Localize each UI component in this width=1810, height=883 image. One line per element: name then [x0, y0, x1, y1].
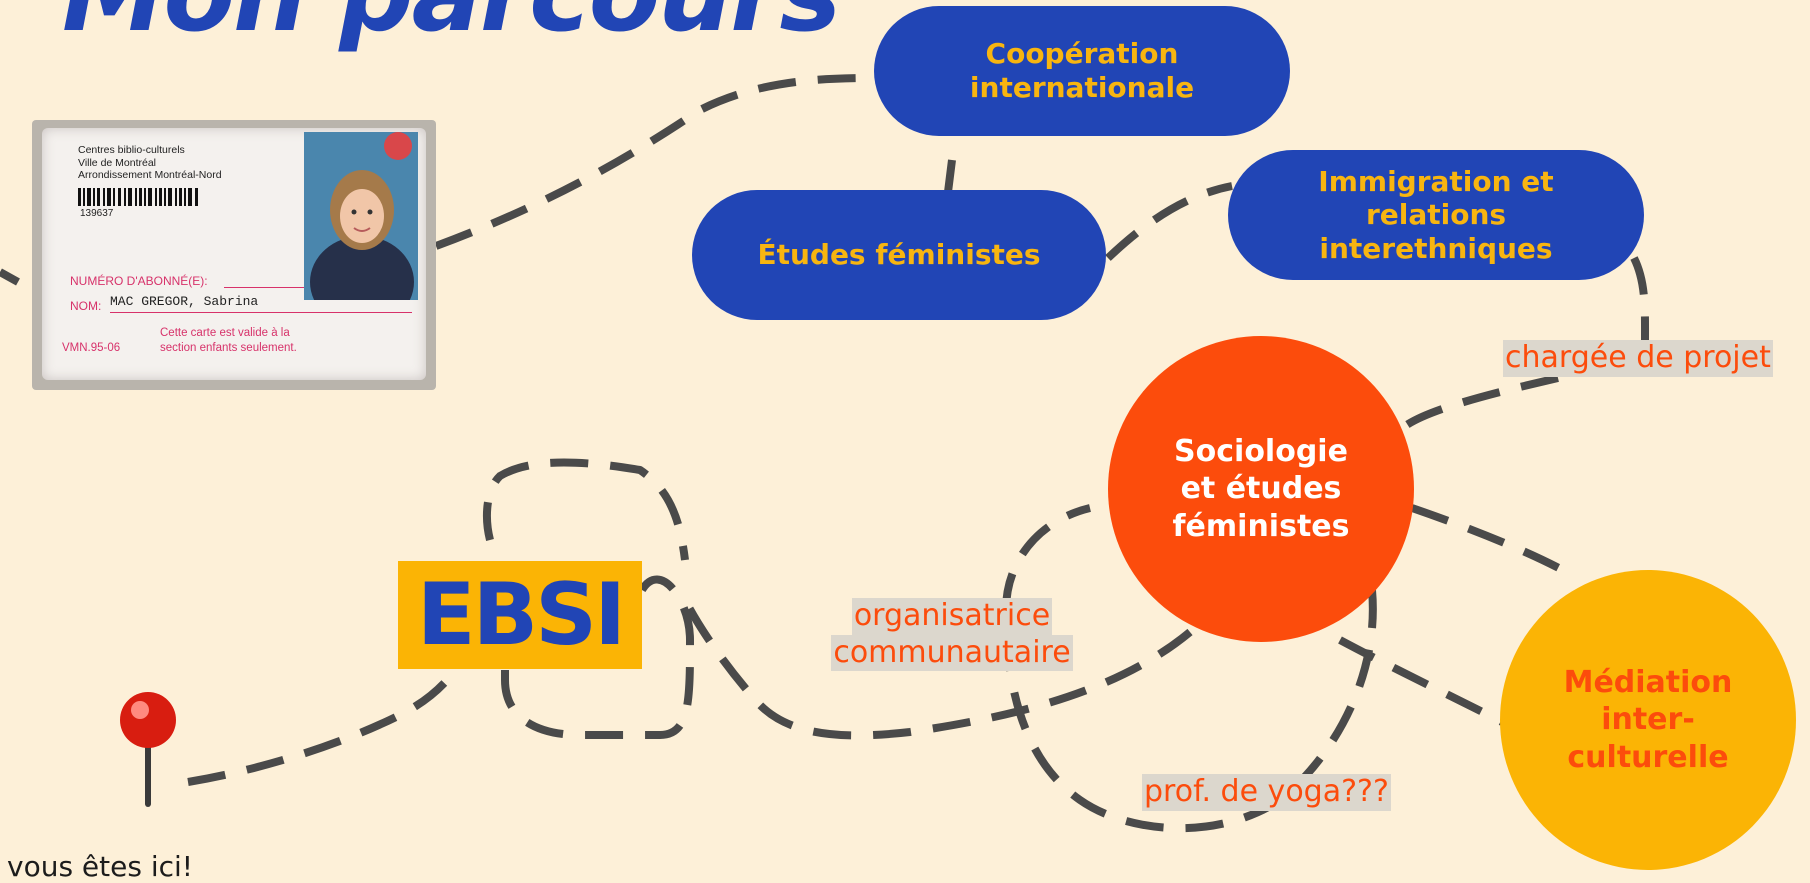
node-label-line: inter- — [1601, 702, 1695, 738]
node-etudes-feministes: Études féministes — [692, 190, 1106, 320]
card-header-line: Centres biblio-culturels — [78, 144, 185, 156]
path-chargee-sociologie — [1397, 374, 1559, 434]
node-label-line: internationale — [969, 71, 1195, 104]
node-label-line: interethniques — [1319, 231, 1553, 265]
node-label-line: Sociologie — [1174, 433, 1348, 469]
node-label-line: Immigration et — [1318, 164, 1554, 198]
path-sociologie-yoga — [1001, 504, 1377, 833]
node-ebsi: EBSI — [398, 561, 642, 669]
node-label-line: Coopération — [985, 37, 1179, 71]
location-pin-icon — [120, 692, 176, 807]
node-mediation-interculturelle: Médiation inter- culturelle — [1500, 570, 1796, 870]
node-label-line: Médiation — [1563, 664, 1733, 700]
path-left-edge — [0, 268, 20, 286]
role-label-line: communautaire — [831, 634, 1073, 672]
card-abonne-label: NUMÉRO D'ABONNÉ(E): — [70, 274, 208, 288]
card-header-line: Ville de Montréal — [78, 156, 157, 169]
path-sociologie-organisatrice — [680, 596, 1193, 740]
card-abonne-line — [224, 287, 304, 288]
card-name: MAC GREGOR, Sabrina — [110, 294, 259, 309]
start-label: vous êtes ici! — [7, 850, 194, 883]
path-sociologie-mediation-bottom — [1338, 636, 1504, 726]
card-number: 139637 — [80, 208, 114, 219]
card-code: VMN.95-06 — [62, 342, 121, 354]
card-header: Centres biblio-culturels Ville de Montré… — [78, 144, 222, 182]
node-label-line: féministes — [1172, 508, 1350, 544]
page-title: Mon parcours — [62, 0, 841, 46]
node-label-line: relations — [1365, 198, 1507, 232]
card-nom-line — [110, 312, 412, 313]
card-note-line: section enfants seulement. — [160, 341, 297, 354]
library-card: Centres biblio-culturels Ville de Montré… — [42, 128, 426, 380]
library-card-photo: Centres biblio-culturels Ville de Montré… — [32, 120, 436, 390]
node-sociologie-etudes-feministes: Sociologie et études féministes — [1108, 336, 1414, 642]
role-label-line: organisatrice — [851, 598, 1053, 635]
path-immigration-chargee — [1630, 256, 1650, 343]
barcode — [78, 188, 198, 206]
role-prof-de-yoga: prof. de yoga??? — [1142, 774, 1391, 811]
node-label-line: culturelle — [1567, 739, 1729, 775]
role-organisatrice-communautaire: organisatrice communautaire — [818, 598, 1086, 672]
path-sociologie-mediation-top — [1410, 504, 1572, 578]
path-ebsi-loop — [483, 458, 695, 739]
node-immigration-relations: Immigration et relations interethniques — [1228, 150, 1644, 280]
node-cooperation-internationale: Coopération internationale — [874, 6, 1290, 136]
node-label-line: et études — [1180, 471, 1342, 507]
child-photo — [304, 132, 418, 300]
card-note-line: Cette carte est valide à la — [160, 327, 290, 339]
card-nom-label: NOM: — [70, 299, 102, 313]
role-chargee-de-projet: chargée de projet — [1503, 340, 1773, 377]
path-pin-ebsi — [187, 657, 466, 786]
card-header-line: Arrondissement Montréal-Nord — [78, 169, 222, 182]
card-note: Cette carte est valide à la section enfa… — [160, 326, 297, 356]
path-cooperation-etudes — [944, 159, 956, 193]
node-label-line: Études féministes — [757, 238, 1041, 272]
path-etudes-immigration — [1105, 182, 1233, 261]
